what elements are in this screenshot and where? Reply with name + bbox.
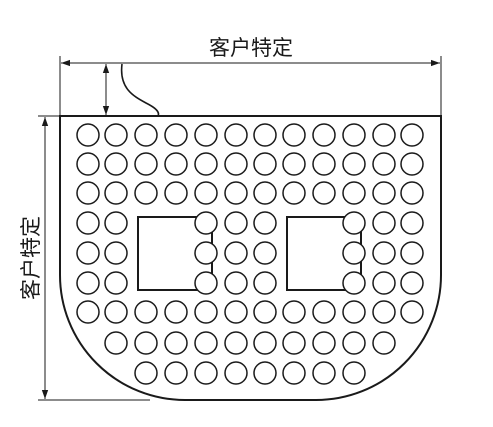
perforation-hole bbox=[400, 152, 424, 176]
perforation-hole bbox=[76, 300, 100, 324]
perforation-hole bbox=[194, 211, 218, 235]
perforation-hole bbox=[282, 123, 306, 147]
perforation-hole bbox=[164, 123, 188, 147]
perforation-hole bbox=[76, 211, 100, 235]
perforation-hole bbox=[312, 123, 336, 147]
perforation-hole bbox=[224, 181, 248, 205]
perforation-hole bbox=[224, 211, 248, 235]
perforation-hole bbox=[253, 123, 277, 147]
perforation-hole bbox=[342, 181, 366, 205]
perforation-hole bbox=[342, 211, 366, 235]
perforation-hole bbox=[194, 241, 218, 265]
perforation-hole bbox=[253, 361, 277, 385]
perforation-hole bbox=[164, 331, 188, 355]
perforation-hole bbox=[104, 152, 128, 176]
perforation-hole bbox=[224, 361, 248, 385]
perforation-hole bbox=[194, 300, 218, 324]
perforation-hole bbox=[253, 211, 277, 235]
perforation-hole bbox=[282, 331, 306, 355]
perforation-hole bbox=[224, 300, 248, 324]
perforation-hole bbox=[400, 300, 424, 324]
perforation-hole bbox=[253, 331, 277, 355]
perforation-hole bbox=[253, 181, 277, 205]
perforation-hole bbox=[164, 300, 188, 324]
perforation-hole bbox=[342, 271, 366, 295]
perforation-hole bbox=[282, 181, 306, 205]
perforation-hole bbox=[104, 181, 128, 205]
perforation-hole bbox=[194, 152, 218, 176]
perforation-hole bbox=[282, 300, 306, 324]
perforation-hole bbox=[164, 152, 188, 176]
perforation-hole bbox=[372, 300, 396, 324]
perforation-hole bbox=[372, 271, 396, 295]
width-dimension: 客户特定 bbox=[59, 36, 442, 116]
perforation-hole bbox=[134, 123, 158, 147]
perforation-hole bbox=[400, 211, 424, 235]
perforation-hole bbox=[253, 241, 277, 265]
perforation-hole bbox=[76, 123, 100, 147]
perforation-hole bbox=[372, 181, 396, 205]
perforation-hole bbox=[76, 152, 100, 176]
perforation-hole bbox=[194, 123, 218, 147]
perforation-hole bbox=[342, 152, 366, 176]
perforation-hole bbox=[224, 241, 248, 265]
perforation-hole bbox=[104, 241, 128, 265]
perforation-hole bbox=[104, 331, 128, 355]
perforation-hole bbox=[253, 152, 277, 176]
perforation-hole bbox=[372, 241, 396, 265]
perforation-hole bbox=[134, 300, 158, 324]
perforation-hole bbox=[282, 152, 306, 176]
width-dimension-label: 客户特定 bbox=[209, 36, 293, 60]
perforation-hole bbox=[372, 123, 396, 147]
perforation-hole bbox=[400, 181, 424, 205]
perforation-hole bbox=[372, 211, 396, 235]
perforation-hole bbox=[312, 361, 336, 385]
perforation-hole bbox=[134, 331, 158, 355]
perforation-hole bbox=[342, 241, 366, 265]
perforation-hole bbox=[400, 241, 424, 265]
perforation-hole bbox=[194, 271, 218, 295]
perforation-holes bbox=[76, 123, 424, 385]
perforation-hole bbox=[372, 331, 396, 355]
perforation-hole bbox=[312, 331, 336, 355]
perforation-hole bbox=[224, 152, 248, 176]
perforation-hole bbox=[76, 181, 100, 205]
perforation-hole bbox=[76, 241, 100, 265]
perforation-hole bbox=[164, 181, 188, 205]
perforation-hole bbox=[224, 123, 248, 147]
perforation-hole bbox=[164, 361, 188, 385]
perforation-hole bbox=[224, 271, 248, 295]
perforation-hole bbox=[224, 331, 248, 355]
perforation-hole bbox=[312, 181, 336, 205]
perforation-hole bbox=[342, 331, 366, 355]
perforation-hole bbox=[76, 271, 100, 295]
perforation-hole bbox=[400, 123, 424, 147]
perforation-hole bbox=[194, 361, 218, 385]
perforation-hole bbox=[194, 181, 218, 205]
perforation-hole bbox=[134, 152, 158, 176]
perforation-hole bbox=[342, 361, 366, 385]
perforation-hole bbox=[134, 361, 158, 385]
perforation-hole bbox=[253, 300, 277, 324]
height-dimension-label: 客户特定 bbox=[19, 216, 43, 300]
break-line bbox=[120, 63, 160, 117]
perforation-hole bbox=[342, 123, 366, 147]
height-dimension: 客户特定 bbox=[19, 115, 150, 401]
perforation-hole bbox=[372, 152, 396, 176]
perforation-hole bbox=[400, 271, 424, 295]
perforation-hole bbox=[282, 361, 306, 385]
perforation-hole bbox=[104, 211, 128, 235]
perforation-hole bbox=[134, 181, 158, 205]
perforation-hole bbox=[342, 300, 366, 324]
perforation-hole bbox=[104, 123, 128, 147]
perforation-hole bbox=[253, 271, 277, 295]
perforation-hole bbox=[312, 152, 336, 176]
perforation-hole bbox=[104, 271, 128, 295]
perforation-hole bbox=[312, 300, 336, 324]
perforation-hole bbox=[104, 300, 128, 324]
perforation-hole bbox=[194, 331, 218, 355]
